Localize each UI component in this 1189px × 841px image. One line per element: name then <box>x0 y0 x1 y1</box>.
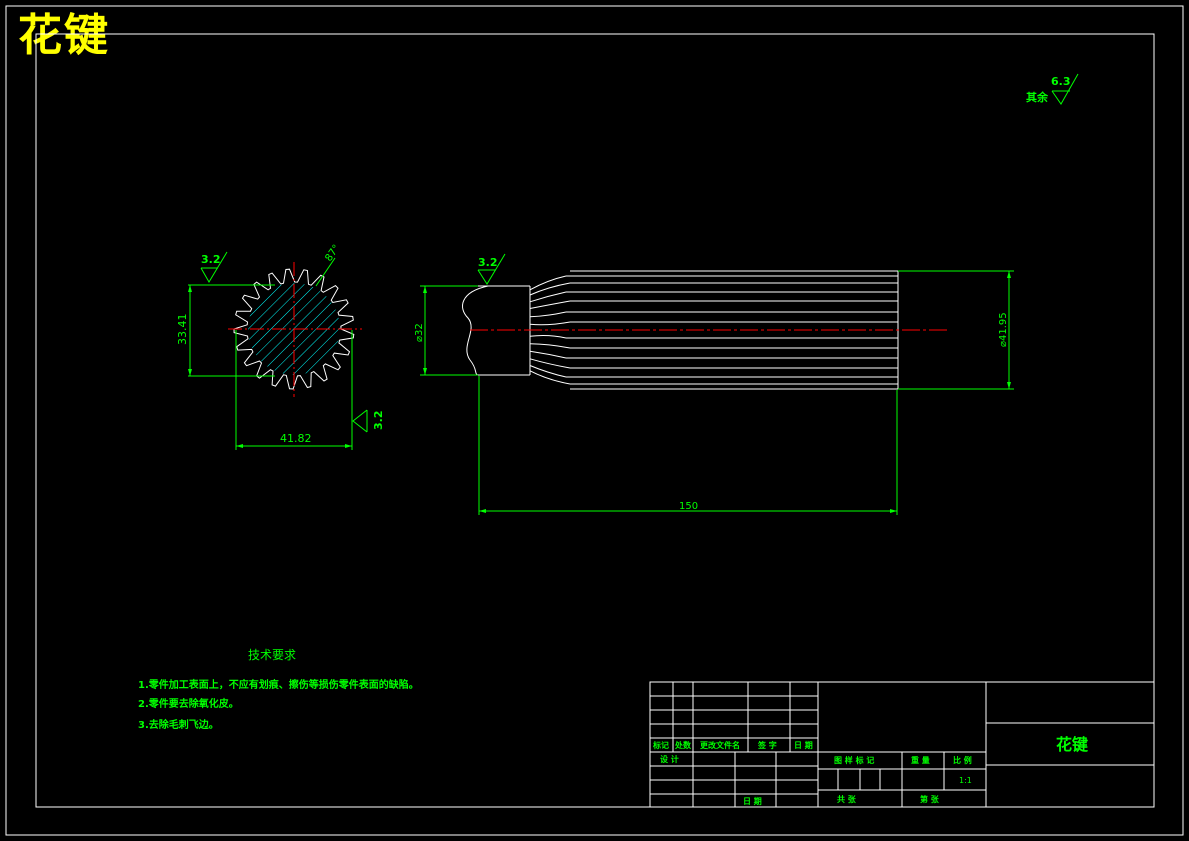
tech-item: 1.零件加工表面上，不应有划痕、擦伤等损伤零件表面的缺陷。 <box>138 678 419 691</box>
tb-scale-value: 1:1 <box>959 776 972 785</box>
tb-label-date2: 日 期 <box>743 796 762 806</box>
tb-label-date: 日 期 <box>794 740 813 750</box>
tb-part-name: 花键 <box>1056 735 1088 754</box>
roughness-tooth-value: 3.2 <box>372 411 385 431</box>
dim-shaft-dia: ⌀32 <box>414 323 425 342</box>
tech-title: 技术要求 <box>248 648 296 662</box>
spline-runout-curve <box>529 300 571 309</box>
roughness-shaft-value: 3.2 <box>478 256 498 269</box>
spline-runout-curve <box>529 350 567 359</box>
roughness-general-value: 6.3 <box>1051 75 1071 88</box>
tech-item: 2.零件要去除氧化皮。 <box>138 697 239 710</box>
dim-section-width: 41.82 <box>280 432 312 445</box>
roughness-section-value: 3.2 <box>201 253 221 266</box>
tb-label-sheet-no: 第 张 <box>920 794 940 804</box>
tech-requirements: 技术要求 1.零件加工表面上，不应有划痕、擦伤等损伤零件表面的缺陷。 2.零件要… <box>138 648 419 731</box>
tb-label-sheets-total: 共 张 <box>837 794 857 804</box>
tb-label-stage-mark: 图 样 标 记 <box>834 755 874 765</box>
dim-section-height: 33.41 <box>176 314 189 346</box>
dim-spline-dia: ⌀41.95 <box>998 312 1009 347</box>
spline-runout-curve <box>529 282 571 296</box>
spline-runout-curve <box>529 291 567 303</box>
shaft-side-view: ⌀32 3.2 ⌀41.95 150 <box>414 253 1014 515</box>
title-block <box>649 681 1155 808</box>
tb-label-count: 处数 <box>674 740 692 750</box>
title-block-labels: 标记 处数 更改文件名 签 字 日 期 设 计 日 期 图 样 标 记 重 量 … <box>652 735 1088 806</box>
roughness-general-label: 其余 <box>1026 90 1049 104</box>
general-roughness-symbol: 其余 6.3 <box>1026 73 1079 105</box>
spline-runout-curve <box>529 343 571 349</box>
spline-grooves <box>529 275 898 385</box>
spline-runout-curve <box>529 370 571 385</box>
drawing-title: 花键 <box>18 10 110 61</box>
tb-label-mark: 标记 <box>652 740 669 750</box>
tech-item: 3.去除毛刺飞边。 <box>138 718 219 731</box>
tb-label-scale: 比 例 <box>953 755 972 765</box>
spline-runout-curve <box>529 358 571 369</box>
inner-border <box>35 33 1155 808</box>
dim-total-length: 150 <box>679 501 698 512</box>
tb-label-design: 设 计 <box>660 754 679 764</box>
spline-runout-curve <box>529 321 571 326</box>
spline-section-view: 33.41 41.82 3.2 87° 3.2 <box>176 243 385 450</box>
outer-border <box>5 5 1184 836</box>
spline-runout-curve <box>529 334 567 339</box>
tb-label-change-doc: 更改文件名 <box>700 740 740 750</box>
spline-runout-curve <box>529 275 567 291</box>
spline-runout-curve <box>529 311 567 318</box>
tb-label-signature: 签 字 <box>757 740 777 750</box>
dim-angle: 87° <box>323 243 342 264</box>
break-line <box>462 285 489 376</box>
spline-runout-curve <box>529 365 567 378</box>
tb-label-weight: 重 量 <box>911 755 930 765</box>
